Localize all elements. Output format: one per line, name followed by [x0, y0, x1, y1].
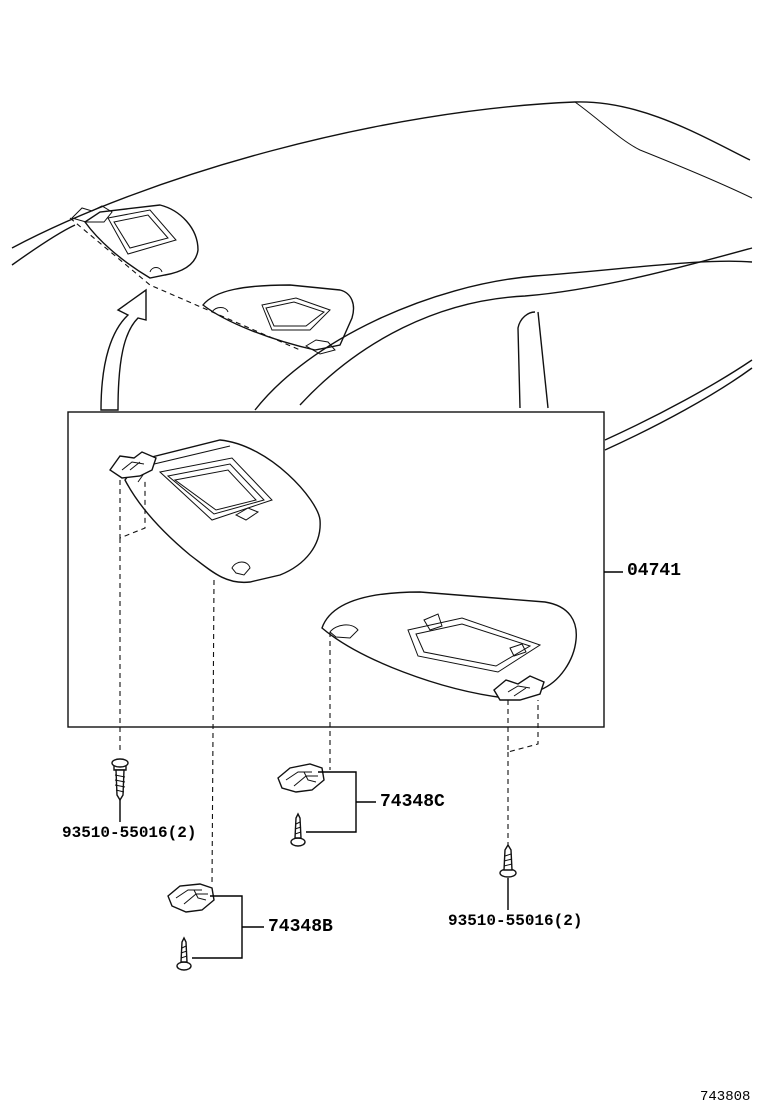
callout-holder-74348b: 74348B — [268, 917, 333, 937]
roof-right-visor — [202, 284, 355, 355]
holder-b-path — [211, 579, 215, 886]
detail-arrow — [100, 288, 147, 411]
detail-frame — [67, 411, 605, 728]
callout-holder-74348c: 74348C — [380, 792, 445, 812]
holder-b-screw — [176, 936, 192, 971]
screw-left — [111, 758, 129, 802]
callout-assembly-04741: 04741 — [627, 561, 682, 581]
right-visor-detail — [321, 591, 577, 753]
roof-left-visor — [71, 204, 199, 279]
holder-c-screw — [290, 812, 306, 847]
holder-b — [167, 883, 215, 913]
callout-screw-right: 93510-55016(2) — [448, 912, 583, 930]
screw-right — [499, 843, 517, 878]
figure-code: 743808 — [700, 1089, 751, 1105]
callout-screw-left: 93510-55016(2) — [62, 824, 197, 842]
roof-outline — [11, 101, 753, 451]
left-visor-detail — [109, 439, 321, 584]
holder-c — [277, 763, 325, 793]
